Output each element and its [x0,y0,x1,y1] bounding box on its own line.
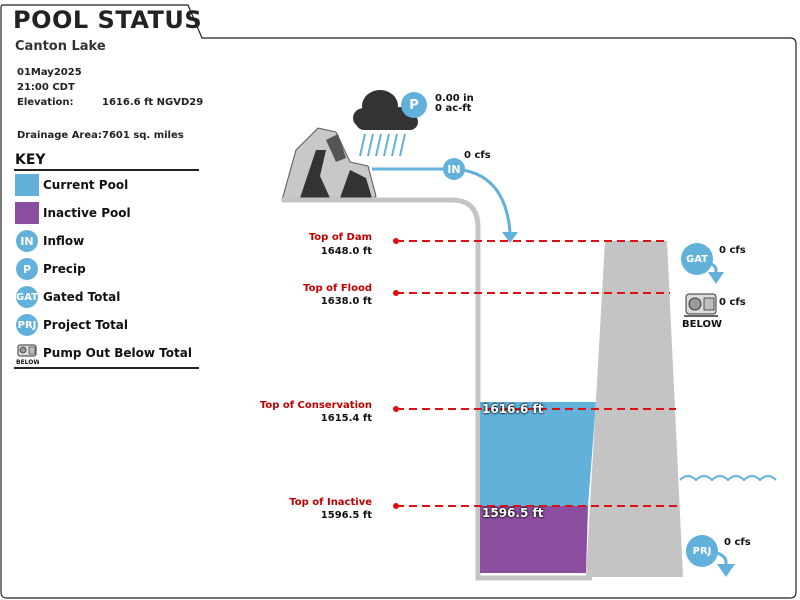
rain-cloud-icon [353,90,418,157]
inactive-pool [480,506,588,573]
key-label: Project Total [43,318,129,332]
precip-depth: 0.00 in [435,93,474,104]
status-date: 01May2025 [17,67,82,78]
project-total-icon: PRJ [16,314,38,336]
elevation-label: Elevation: [17,97,74,108]
inactive-pool-elevation: 1596.5 ft [482,506,544,520]
gated-total-icon: GAT [681,243,713,275]
key-item-gated-total: GAT Gated Total [15,285,120,309]
level-label-top-of-inactive: Top of Inactive [289,497,372,508]
drainage-value: 7601 sq. miles [102,130,184,141]
level-label-top-of-conservation: Top of Conservation [259,400,372,411]
level-value-top-of-dam: 1648.0 ft [320,246,372,257]
project-value: 0 cfs [724,537,751,548]
precip-icon: P [401,92,427,118]
level-label-top-of-flood: Top of Flood [303,283,372,294]
downstream-water [679,475,777,482]
level-value-top-of-inactive: 1596.5 ft [320,510,372,521]
key-title: KEY [15,152,46,168]
current-pool-elevation: 1616.6 ft [482,402,544,416]
key-label: Inactive Pool [43,206,131,220]
project-arrow-icon [717,564,735,577]
key-item-pump-out: BELOW Pump Out Below Total [15,341,192,366]
key-label: Gated Total [43,290,121,304]
key-bottom-divider [14,367,199,369]
level-value-top-of-flood: 1638.0 ft [320,296,372,307]
inflow-icon: IN [443,158,465,180]
gated-arrow-icon [708,272,724,284]
key-top-divider [14,169,199,171]
project-total-icon: PRJ [686,535,718,567]
level-value-top-of-conservation: 1615.4 ft [320,413,372,424]
pump-icon [684,293,718,317]
key-item-precip: P Precip [15,257,86,281]
inflow-icon: IN [16,230,38,252]
key-label: Inflow [43,234,85,248]
key-label: Precip [43,262,86,276]
gated-total-icon: GAT [16,286,38,308]
level-label-top-of-dam: Top of Dam [308,232,372,243]
inactive-pool-swatch [15,202,39,224]
key-label: Current Pool [43,178,129,192]
reservoir-wall [282,197,592,581]
gated-value: 0 cfs [719,245,746,256]
key-label: Pump Out Below Total [43,346,192,360]
project-name: Canton Lake [15,39,106,54]
inflow-value: 0 cfs [464,150,491,161]
drainage-label: Drainage Area: [17,130,102,141]
key-item-inflow: IN Inflow [15,229,84,253]
pump-value: 0 cfs [719,297,746,308]
inflow-arrow-icon [502,232,518,243]
pump-below-label: BELOW [682,319,722,330]
key-item-project-total: PRJ Project Total [15,313,128,337]
page-title: POOL STATUS [13,6,203,34]
precip-icon: P [16,258,38,280]
pump-below-mini-label: BELOW [16,359,39,366]
key-item-current-pool: Current Pool [15,173,128,197]
current-pool-swatch [15,174,39,196]
elevation-value: 1616.6 ft NGVD29 [102,97,204,108]
rock-icon [281,127,377,201]
status-time: 21:00 CDT [17,82,75,93]
precip-volume: 0 ac-ft [435,103,472,114]
current-pool [480,402,596,506]
key-item-inactive-pool: Inactive Pool [15,201,131,225]
pump-icon: BELOW [16,344,39,366]
